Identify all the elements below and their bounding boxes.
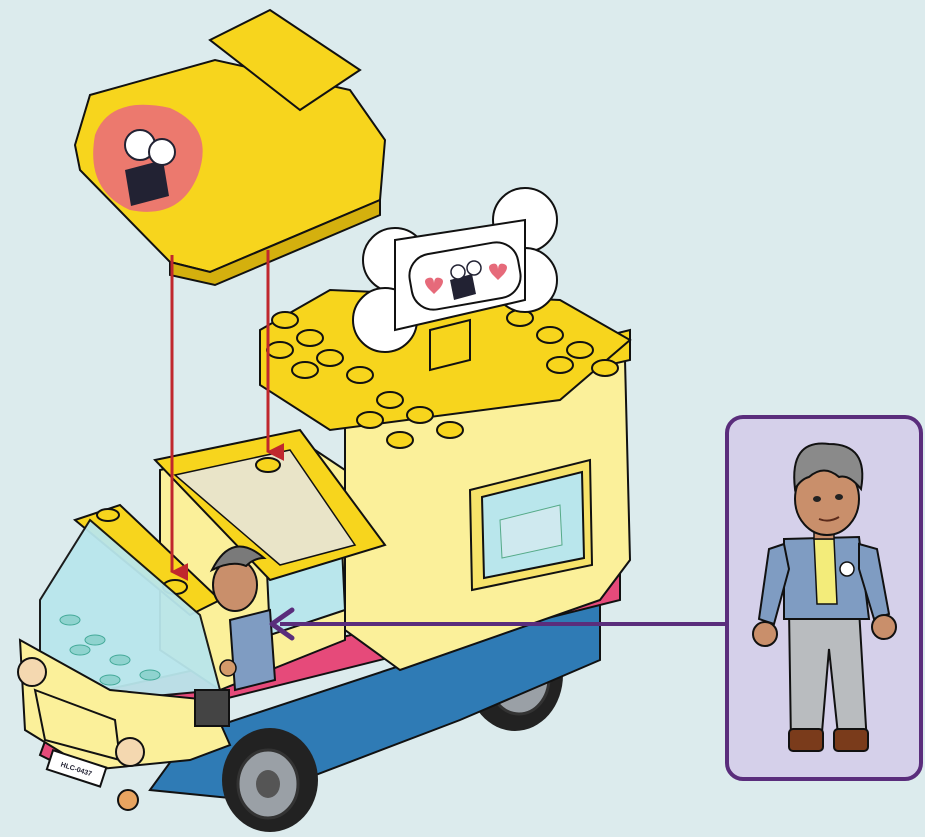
food-truck: HLC-0437 xyxy=(18,188,630,832)
cab-stud-right xyxy=(256,458,280,472)
headlight-right xyxy=(116,738,144,766)
front-wheel xyxy=(222,728,318,832)
headlight-left xyxy=(18,658,46,686)
roof-assembly-piece xyxy=(75,10,385,285)
minifigure-callout-panel xyxy=(725,415,923,781)
minifigure-figure xyxy=(729,419,919,777)
